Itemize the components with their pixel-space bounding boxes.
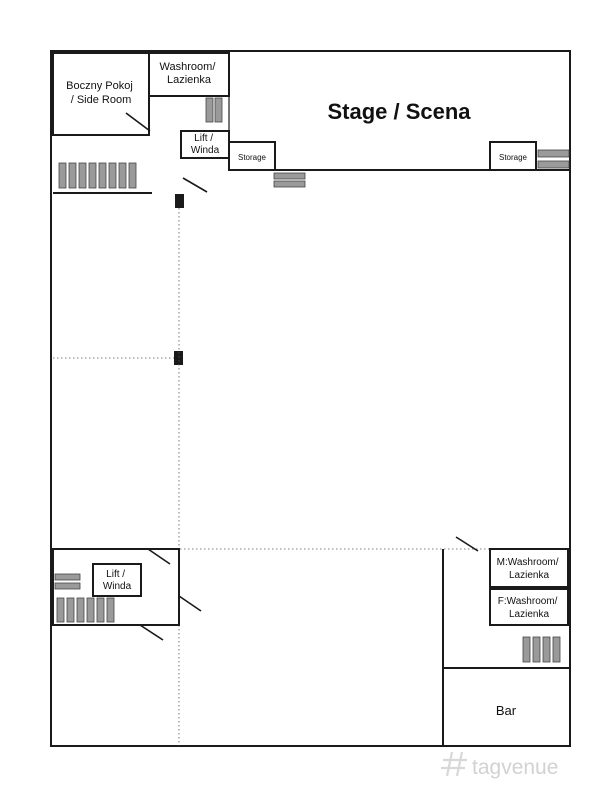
stairs-top-left [53,162,152,194]
door-swing [455,536,479,552]
door-swing [139,624,164,641]
washroom-top-label-line2: Lazienka [167,74,212,86]
side-room-label-line2: / Side Room [71,94,132,106]
door-swing [125,112,151,132]
door-swing [178,595,202,612]
storage-left-label: Storage [238,153,267,162]
watermark: tagvenue [441,751,558,779]
f-washroom[interactable]: F:Washroom/ Lazienka [489,588,569,626]
storage-right[interactable]: Storage [489,141,537,171]
door-swing [147,548,171,565]
m-washroom-label-line2: Lazienka [509,570,549,581]
column [175,194,184,208]
svg-text:F:Washroom/ Lazienka: F:Washroom/ Lazienka [498,596,560,620]
tagvenue-logo-icon [441,751,467,777]
bar-label: Bar [496,703,517,718]
svg-text:M:Washroom/ Lazienka: M:Washroom/ Lazienka [497,557,562,581]
lift-top-label-line2: Winda [191,145,220,156]
stage-steps-right [537,149,570,169]
lift-bottom[interactable]: Lift / Winda [92,563,142,597]
svg-text:Washroom/ Lazienka: Washroom/ Lazienka [160,61,219,86]
m-washroom[interactable]: M:Washroom/ Lazienka [489,548,569,588]
side-room-label-line1: Boczny Pokoj [66,80,133,92]
washroom-top-label-line1: Washroom/ [160,61,217,73]
lift-top[interactable]: Lift / Winda [180,130,230,193]
m-washroom-label-line1: M:Washroom/ [497,557,559,568]
stage-steps-left [273,172,306,188]
svg-text:Boczny Pokoj / Side Room: Boczny Pokoj / Side Room [66,80,136,106]
stage-label: Stage / Scena [327,99,471,124]
watermark-text: tagvenue [472,756,558,779]
door-swing [182,177,208,193]
svg-text:Lift / Winda: Lift / Winda [191,133,220,156]
bar[interactable]: Bar [496,703,517,718]
outer-wall [50,50,571,747]
svg-text:Lift / Winda: Lift / Winda [103,569,132,592]
bottom-left-block [52,548,202,641]
lift-bottom-label-line1: Lift / [106,569,125,580]
lift-top-label-line1: Lift / [194,133,213,144]
column [174,351,183,365]
side-room[interactable]: Boczny Pokoj / Side Room [52,52,151,136]
storage-left[interactable]: Storage [228,141,276,171]
lift-bottom-label-line2: Winda [103,581,132,592]
f-washroom-label-line1: F:Washroom/ [498,596,558,607]
f-washroom-label-line2: Lazienka [509,609,549,620]
storage-right-label: Storage [499,153,528,162]
bottom-right-block [442,536,570,746]
washroom-top[interactable]: Washroom/ Lazienka [148,52,230,130]
